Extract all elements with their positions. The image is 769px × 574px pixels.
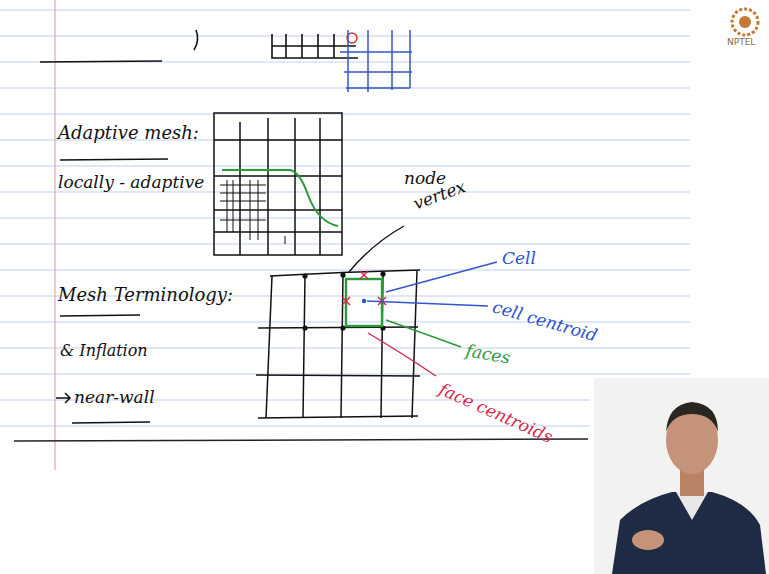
adaptive-mesh-grid (214, 113, 342, 255)
section-heading: Mesh Terminology: (58, 286, 233, 304)
paper-lines (0, 10, 690, 426)
term-label: faces (465, 342, 512, 367)
note-text: near-wall (74, 389, 155, 406)
logo-text: NPTEL (727, 38, 755, 47)
overlay-grid (340, 30, 412, 92)
solution-curve (222, 170, 338, 226)
note-text: locally - adaptive (58, 174, 204, 191)
face-centroid-marks (342, 271, 386, 305)
page-rule (14, 439, 588, 441)
term-label: Cell (502, 250, 536, 267)
top-partial-sketch (40, 30, 358, 62)
presenter (594, 378, 769, 574)
term-label: node (404, 170, 446, 187)
refined-cells (220, 180, 285, 244)
note-text: & Inflation (60, 343, 148, 359)
cell-faces (346, 279, 382, 326)
margin-line (54, 0, 55, 470)
cell-centroid-dot (362, 299, 366, 303)
term-label: cell centroid (491, 298, 599, 344)
section-heading: Adaptive mesh: (58, 124, 199, 142)
terminology-grid (256, 270, 420, 418)
term-label: face centroids (437, 381, 556, 446)
nptel-logo (732, 9, 758, 35)
